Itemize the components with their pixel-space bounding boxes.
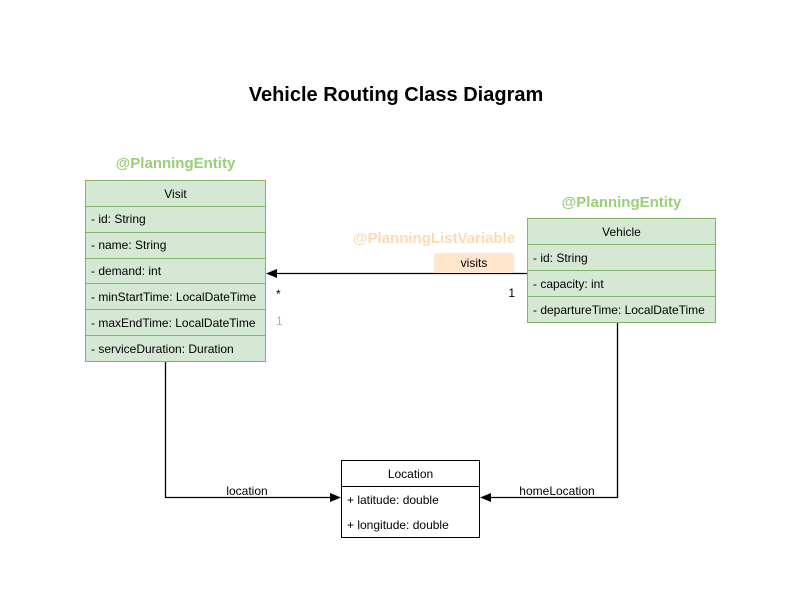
edge-home-location (480, 323, 619, 502)
class-visit-attribute: - name: String (86, 231, 265, 258)
home-location-edge-label: homeLocation (519, 484, 595, 498)
edge-location (164, 362, 341, 502)
visits-multiplicity-one-muted: 1 (276, 314, 283, 328)
class-vehicle-attribute: - id: String (528, 244, 715, 270)
class-visit-attribute: - demand: int (86, 257, 265, 284)
arrowhead-visits (266, 269, 277, 278)
class-location: Location + latitude: double + longitude:… (341, 460, 480, 538)
class-visit-attribute: - maxEndTime: LocalDateTime (86, 309, 265, 335)
visits-multiplicity-star: * (276, 287, 281, 301)
visits-multiplicity-one: 1 (508, 286, 515, 300)
class-vehicle-attribute: - capacity: int (528, 270, 715, 296)
visits-edge-label: visits (434, 253, 514, 273)
class-visit-name: Visit (164, 186, 187, 201)
vehicle-planning-entity-annotation: @PlanningEntity (561, 194, 682, 211)
class-visit-attribute: - serviceDuration: Duration (86, 335, 265, 361)
visits-planning-list-variable-annotation: @PlanningListVariable (352, 230, 516, 247)
class-vehicle-name: Vehicle (602, 224, 641, 239)
class-location-name: Location (387, 466, 434, 481)
diagram-title: Vehicle Routing Class Diagram (248, 84, 544, 106)
class-location-attribute: + longitude: double (347, 517, 449, 532)
class-vehicle: Vehicle - id: String - capacity: int - d… (527, 218, 716, 323)
class-visit-attribute: - id: String (86, 206, 265, 232)
arrowhead-location (330, 493, 341, 502)
location-edge-label: location (226, 484, 268, 498)
class-location-attribute: + latitude: double (342, 486, 479, 512)
class-visit-attribute: - minStartTime: LocalDateTime (86, 283, 265, 309)
class-vehicle-attribute: - departureTime: LocalDateTime (528, 296, 715, 322)
arrowhead-home-location (480, 493, 491, 502)
visit-planning-entity-annotation: @PlanningEntity (115, 155, 236, 172)
class-visit: Visit - id: String - name: String - dema… (85, 180, 266, 362)
